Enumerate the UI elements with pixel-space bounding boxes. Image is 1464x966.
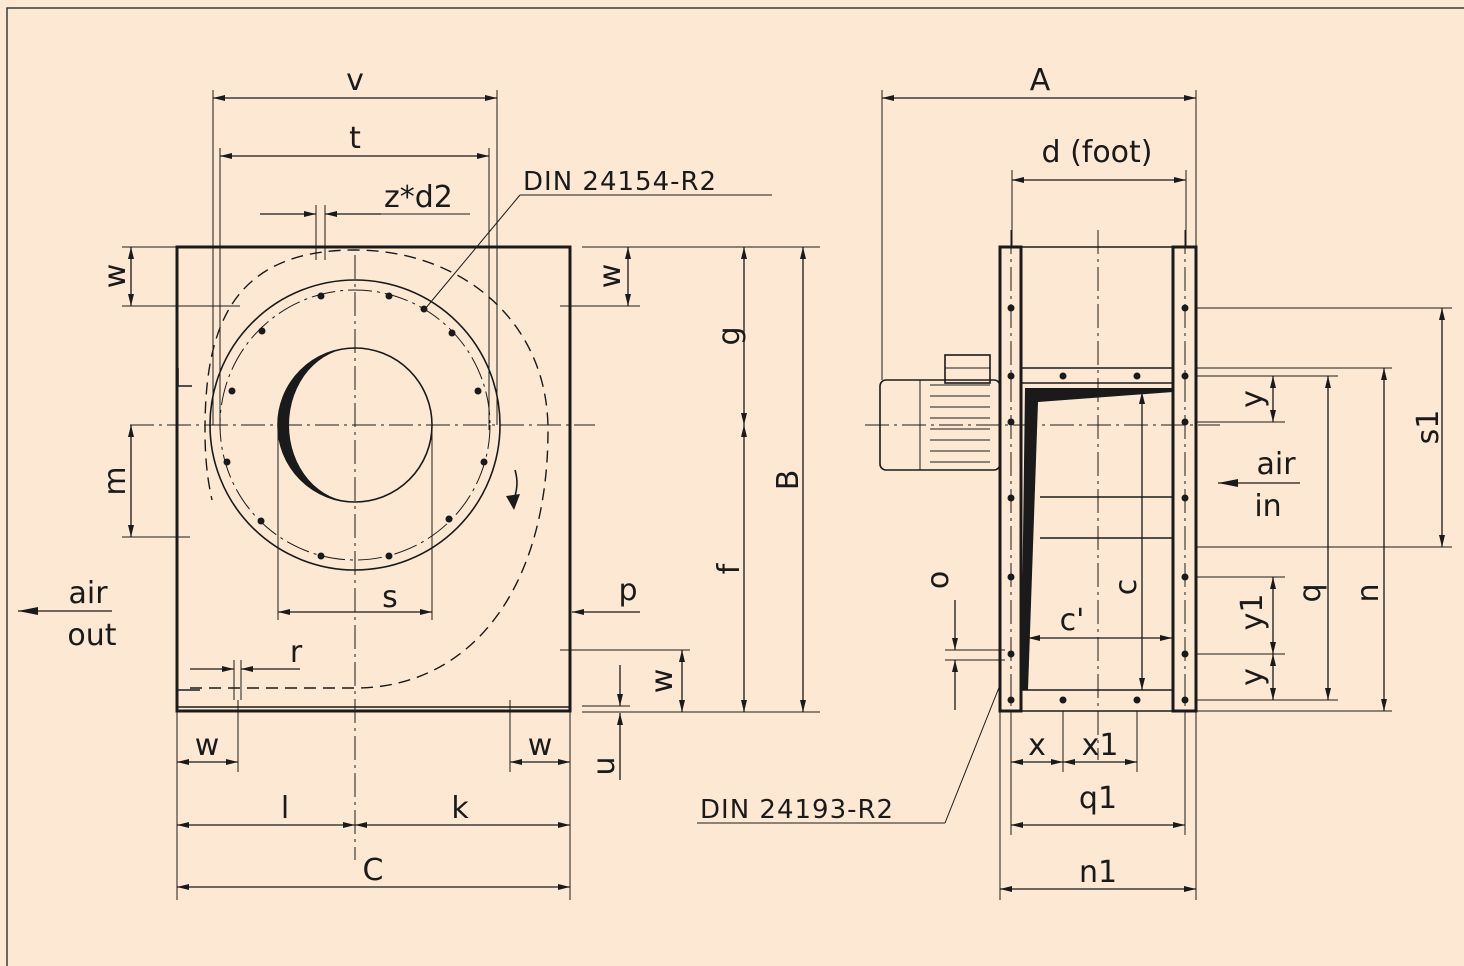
dim-z-d2-label: z*d2 bbox=[384, 180, 453, 215]
dim-w-bottom-right-label: w bbox=[528, 728, 553, 763]
dim-y-top-label: y bbox=[1235, 390, 1270, 408]
dim-o-label: o bbox=[921, 571, 956, 589]
volute-scroll-dashed bbox=[190, 249, 549, 689]
housing-outline bbox=[175, 245, 572, 713]
flange-outer-circle bbox=[209, 279, 501, 571]
dim-x-label: x bbox=[1028, 728, 1046, 763]
side-view: A d (foot) s1 n q y y1 y air bbox=[697, 63, 1452, 900]
dim-w-right-bottom-label: w bbox=[645, 669, 680, 694]
dim-y1-label: y1 bbox=[1235, 594, 1270, 631]
dim-B-label: B bbox=[771, 470, 806, 491]
dim-t-label: t bbox=[349, 121, 361, 156]
dim-n1-label: n1 bbox=[1079, 855, 1117, 890]
dim-l-label: l bbox=[281, 791, 289, 826]
dim-u-label: u bbox=[587, 756, 622, 775]
dim-C-label: C bbox=[363, 853, 384, 888]
dim-c-label: c bbox=[1109, 579, 1144, 596]
air-out-label-line1: air bbox=[68, 576, 108, 611]
dim-k-label: k bbox=[451, 791, 469, 826]
front-view: v t z*d2 DIN 24154-R2 w m w g bbox=[18, 63, 820, 900]
dim-q1-label: q1 bbox=[1079, 781, 1117, 816]
dim-s1-label: s1 bbox=[1411, 410, 1446, 445]
dim-c-prime-label: c' bbox=[1060, 603, 1085, 638]
dim-r-label: r bbox=[290, 635, 303, 670]
dim-A-label: A bbox=[1030, 63, 1051, 98]
dim-x1-label: x1 bbox=[1082, 728, 1119, 763]
dim-y-bottom-label: y bbox=[1235, 668, 1270, 686]
dim-v-label: v bbox=[346, 63, 364, 98]
impeller-crescent bbox=[278, 348, 355, 502]
air-in-label-line1: air bbox=[1256, 447, 1296, 482]
dim-n-label: n bbox=[1351, 583, 1386, 602]
dim-p-label: p bbox=[618, 573, 637, 608]
din-24193-note: DIN 24193-R2 bbox=[700, 795, 894, 825]
din-24154-note: DIN 24154-R2 bbox=[523, 167, 717, 197]
dim-w-bottom-left-label: w bbox=[195, 728, 220, 763]
air-out-label-line2: out bbox=[67, 618, 116, 653]
dim-m-label: m bbox=[98, 466, 133, 495]
dim-f-label: f bbox=[712, 562, 747, 574]
impeller-blade bbox=[1021, 388, 1173, 690]
flange-bolt-holes bbox=[223, 292, 488, 560]
motor bbox=[879, 354, 1001, 471]
dim-w-left-label: w bbox=[98, 264, 133, 289]
dim-s-label: s bbox=[382, 580, 398, 615]
dim-d-foot-label: d (foot) bbox=[1041, 135, 1152, 170]
dim-q-label: q bbox=[1293, 583, 1328, 602]
dim-w-right-top-label: w bbox=[593, 264, 628, 289]
air-in-label-line2: in bbox=[1254, 489, 1281, 524]
dim-g-label: g bbox=[712, 326, 747, 345]
drawing-frame bbox=[6, 7, 1464, 966]
